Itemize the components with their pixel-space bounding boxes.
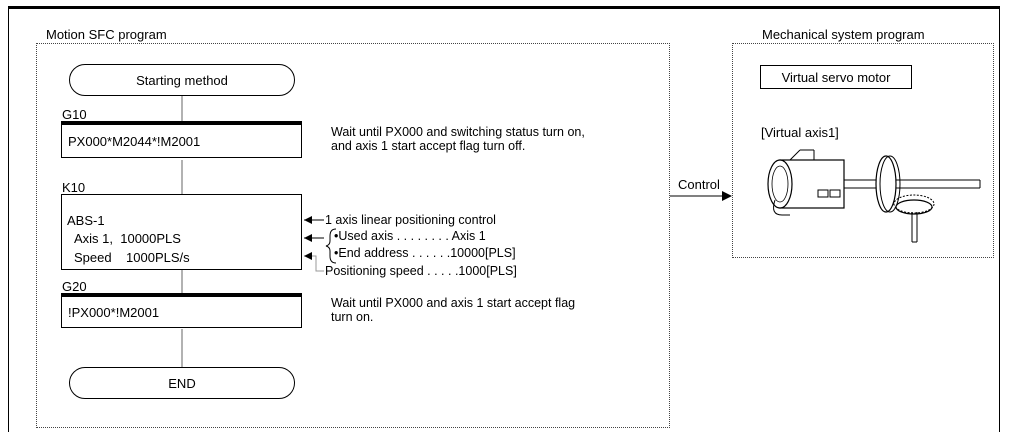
g20-note-line2: turn on. <box>331 310 374 324</box>
end-terminal-label: END <box>168 375 196 391</box>
sfc-program-frame <box>36 43 670 428</box>
top-border <box>8 6 1000 9</box>
virtual-axis-label: [Virtual axis1] <box>761 125 839 140</box>
k10-annotation-3: •End address . . . . . .10000[PLS] <box>334 246 516 260</box>
start-terminal: Starting method <box>69 64 295 96</box>
g20-condition-box: !PX000*!M2001 <box>61 296 302 328</box>
bevel-gear <box>893 194 935 243</box>
k10-annotation-1: 1 axis linear positioning control <box>325 213 496 227</box>
k10-line1: ABS-1 <box>67 213 105 228</box>
virtual-servo-motor-label: Virtual servo motor <box>781 69 891 85</box>
shaft <box>844 179 981 189</box>
k10-annotation-4: Positioning speed . . . . .1000[PLS] <box>325 264 517 278</box>
g20-note-line1: Wait until PX000 and axis 1 start accept… <box>331 296 576 310</box>
g10-condition: PX000*M2044*!M2001 <box>68 133 201 149</box>
g10-note-line2: and axis 1 start accept flag turn off. <box>331 139 526 153</box>
mechanical-program-title: Mechanical system program <box>762 27 925 42</box>
g20-bar <box>61 293 302 296</box>
g10-bar <box>61 121 302 124</box>
motor-body <box>767 149 845 216</box>
right-border <box>999 6 1000 432</box>
k10-line2: Axis 1, 10000PLS <box>74 231 181 246</box>
mechanical-program-frame <box>732 43 994 258</box>
left-border <box>8 6 9 432</box>
g10-label: G10 <box>62 107 87 122</box>
k10-annotation-2: •Used axis . . . . . . . . Axis 1 <box>334 229 486 243</box>
k10-line3: Speed 1000PLS/s <box>74 250 190 265</box>
g10-note-line1: Wait until PX000 and switching status tu… <box>331 125 585 139</box>
g20-condition: !PX000*!M2001 <box>68 304 160 320</box>
control-label: Control <box>678 177 720 192</box>
virtual-servo-motor-box: Virtual servo motor <box>760 65 912 89</box>
end-terminal: END <box>69 367 295 399</box>
start-terminal-label: Starting method <box>136 72 228 88</box>
g20-label: G20 <box>62 279 87 294</box>
g10-condition-box: PX000*M2044*!M2001 <box>61 124 302 158</box>
k10-box <box>61 194 302 270</box>
k10-label: K10 <box>62 180 86 195</box>
coupling-disk <box>875 155 901 213</box>
sfc-program-title: Motion SFC program <box>46 27 167 42</box>
